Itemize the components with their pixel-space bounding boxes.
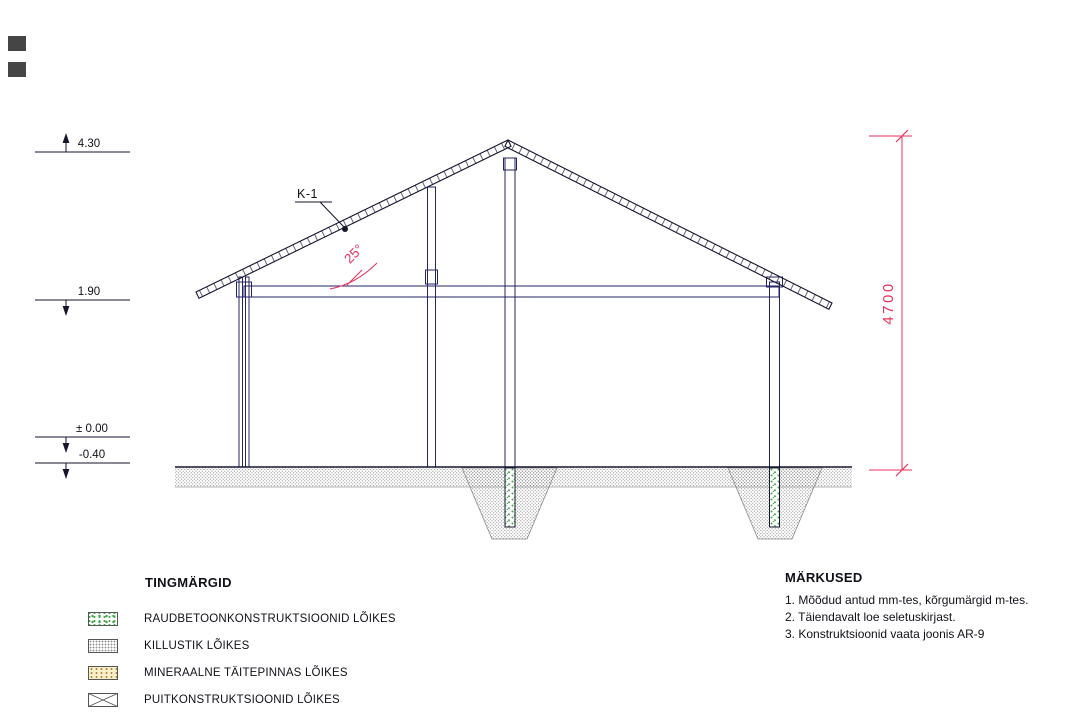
gravel-hatch-swatch (88, 639, 118, 653)
level-arrow-down (62, 443, 70, 453)
height-dimension: 4700 (869, 129, 912, 477)
mineral-fill-hatch-swatch (88, 666, 118, 680)
level-value: ± 0.00 (76, 423, 108, 435)
concrete-footings (504, 467, 780, 528)
notes: MÄRKUSED 1. Mõõdud antud mm-tes, kõrgumä… (785, 570, 1065, 643)
legend-item-mineral-fill: MINERAALNE TÄITEPINNAS LÕIKES (88, 666, 396, 680)
beam-joint-detail (236, 281, 252, 298)
level-arrow-up (62, 133, 70, 143)
left-wall-stud (238, 276, 243, 468)
legend-item-timber: PUITKONSTRUKTSIOONID LÕIKES (88, 693, 396, 707)
legend-item-gravel: KILLUSTIK LÕIKES (88, 639, 396, 653)
legend-item-label: PUITKONSTRUKTSIOONID LÕIKES (144, 694, 340, 706)
k1-callout: K-1 (295, 187, 348, 232)
corner-mark (8, 62, 26, 77)
roof-slope-left (195, 139, 512, 300)
roof-angle-annotation: 25° (329, 241, 378, 290)
level-marker-minus040: -0.40 (35, 449, 130, 479)
beam-joint-detail (503, 157, 517, 171)
level-value: -0.40 (79, 449, 105, 461)
roof (195, 139, 833, 311)
timber-cross-swatch (88, 693, 118, 707)
roof-angle-value: 25° (341, 241, 366, 266)
dimension-tick (895, 129, 909, 143)
level-value: 4.30 (78, 138, 100, 150)
level-marker-430: 4.30 (35, 133, 130, 153)
intermediate-column (427, 186, 436, 468)
roof-slope-right (504, 139, 833, 311)
k1-leader-dot (342, 226, 348, 232)
level-value: 1.90 (78, 286, 100, 298)
left-wall-stud (245, 276, 250, 468)
legend-title: TINGMÄRGID (145, 575, 232, 590)
legend: TINGMÄRGID RAUDBETOONKONSTRUKTSIOONID LÕ… (88, 575, 396, 707)
k1-label: K-1 (297, 187, 318, 201)
corner-mark (8, 36, 26, 51)
level-marker-000: ± 0.00 (35, 423, 130, 453)
level-arrow-down (62, 306, 70, 316)
legend-item-label: MINERAALNE TÄITEPINNAS LÕIKES (144, 667, 348, 679)
note-line: 1. Mõõdud antud mm-tes, kõrgumärgid m-te… (785, 593, 1029, 607)
legend-item-concrete: RAUDBETOONKONSTRUKTSIOONID LÕIKES (88, 612, 396, 626)
note-line: 3. Konstruktsioonid vaata joonis AR-9 (785, 627, 985, 641)
dimension-tick (895, 463, 909, 477)
beam-joint-detail (425, 269, 438, 285)
legend-item-label: KILLUSTIK LÕIKES (144, 640, 250, 652)
level-markers: 4.30 1.90 ± 0.00 -0.40 (35, 133, 130, 479)
legend-item-label: RAUDBETOONKONSTRUKTSIOONID LÕIKES (144, 613, 396, 625)
height-dimension-value: 4700 (880, 281, 897, 324)
level-arrow-down (62, 469, 70, 479)
level-marker-190: 1.90 (35, 286, 130, 316)
concrete-hatch-swatch (88, 612, 118, 626)
notes-title: MÄRKUSED (785, 570, 863, 585)
note-line: 2. Täiendavalt loe seletuskirjast. (785, 610, 956, 624)
